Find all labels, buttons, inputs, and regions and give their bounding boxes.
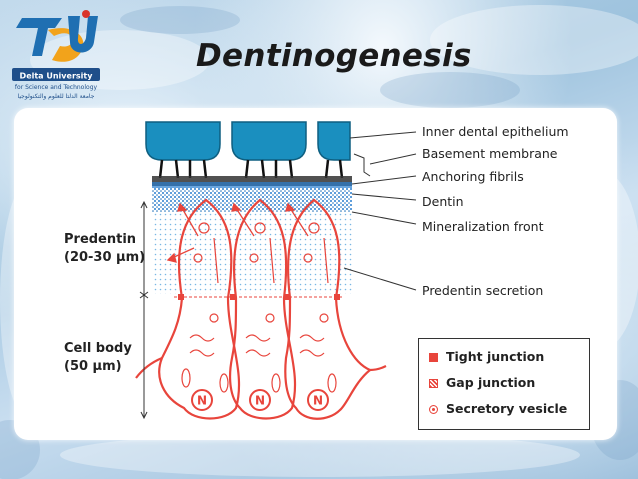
legend-item-tight-junction: Tight junction <box>429 349 544 364</box>
epithelium-stalks <box>158 159 344 179</box>
label-dentin: Dentin <box>422 194 464 209</box>
label-basement-membrane: Basement membrane <box>422 146 558 161</box>
nucleus-label: N <box>255 394 265 408</box>
label-inner-dental-epithelium: Inner dental epithelium <box>422 124 569 139</box>
odontoblast-diagram: N N N <box>135 121 417 420</box>
basement-bracket <box>353 153 371 177</box>
legend-label: Tight junction <box>446 349 545 364</box>
legend-item-gap-junction: Gap junction <box>429 375 535 390</box>
odontoblast-cells <box>135 198 387 420</box>
label-anchoring-fibrils: Anchoring fibrils <box>422 169 524 184</box>
slide-title: Dentinogenesis <box>196 38 472 74</box>
label-predentin-secretion: Predentin secretion <box>422 283 544 298</box>
nucleus-label: N <box>313 394 323 408</box>
secretion-arrows <box>166 202 309 263</box>
gap-junction-icon <box>429 379 438 388</box>
delta-university-logo: Delta University for Science and Technol… <box>12 10 100 100</box>
logo-arabic-name: جامعة الدلتا للعلوم والتكنولوجيا <box>18 93 95 100</box>
label-predentin-thickness: (20-30 µm) <box>64 250 146 265</box>
tight-junction-icon <box>429 353 438 362</box>
cell-organelles <box>181 222 337 393</box>
secretory-vesicle-icon <box>429 405 438 414</box>
anchoring-fibrils-band <box>152 176 352 188</box>
logo-university-name: Delta University <box>20 72 94 81</box>
legend-item-secretory-vesicle: Secretory vesicle <box>429 401 567 416</box>
nucleus-label: N <box>197 394 207 408</box>
label-cell-body: Cell body <box>64 341 132 356</box>
legend-label: Gap junction <box>446 375 536 390</box>
label-leaders <box>343 131 417 291</box>
logo-subtitle: for Science and Technology <box>15 84 98 91</box>
cell-nuclei: N N N <box>191 389 329 411</box>
label-predentin: Predentin <box>64 232 137 247</box>
legend-box: Tight junction Gap junction Secretory ve… <box>418 338 590 430</box>
legend-label: Secretory vesicle <box>446 401 568 416</box>
label-cell-body-size: (50 µm) <box>64 359 122 374</box>
scale-bar <box>139 200 149 420</box>
label-mineralization-front: Mineralization front <box>422 219 544 234</box>
inner-dental-epithelium <box>145 121 351 161</box>
